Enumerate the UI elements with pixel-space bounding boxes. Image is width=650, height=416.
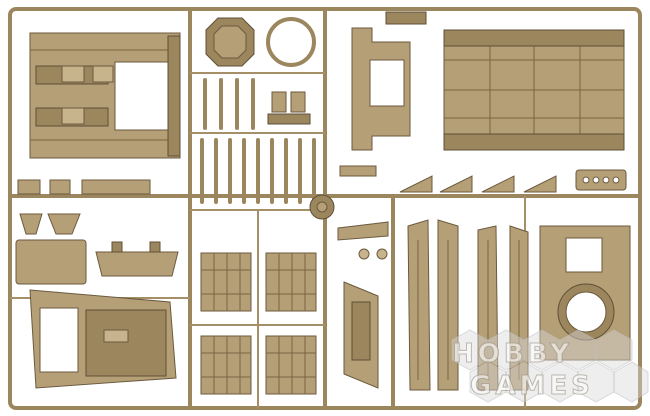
stowage-bins	[200, 252, 317, 395]
hub-and-small-parts	[309, 165, 627, 260]
rod-parts-upper	[203, 78, 311, 130]
side-armor-panel	[29, 289, 177, 389]
turret-roof-plate	[539, 225, 631, 361]
skirt-plates	[407, 219, 529, 391]
watermark-line-1: HOBBY	[452, 339, 573, 369]
hull-top-plate	[29, 32, 181, 159]
door-panel	[351, 11, 427, 151]
rod-parts-lower	[200, 138, 316, 204]
octagon-hatch	[205, 17, 255, 67]
small-parts-left	[15, 179, 179, 285]
sprue-frame	[8, 7, 642, 410]
fender-part	[343, 281, 379, 389]
hull-floor-plate	[443, 29, 625, 151]
watermark-logo: HOBBY GAMES	[451, 329, 649, 403]
wedge-parts	[399, 175, 557, 193]
watermark-line-2: GAMES	[470, 371, 594, 401]
ring-part	[266, 17, 316, 67]
